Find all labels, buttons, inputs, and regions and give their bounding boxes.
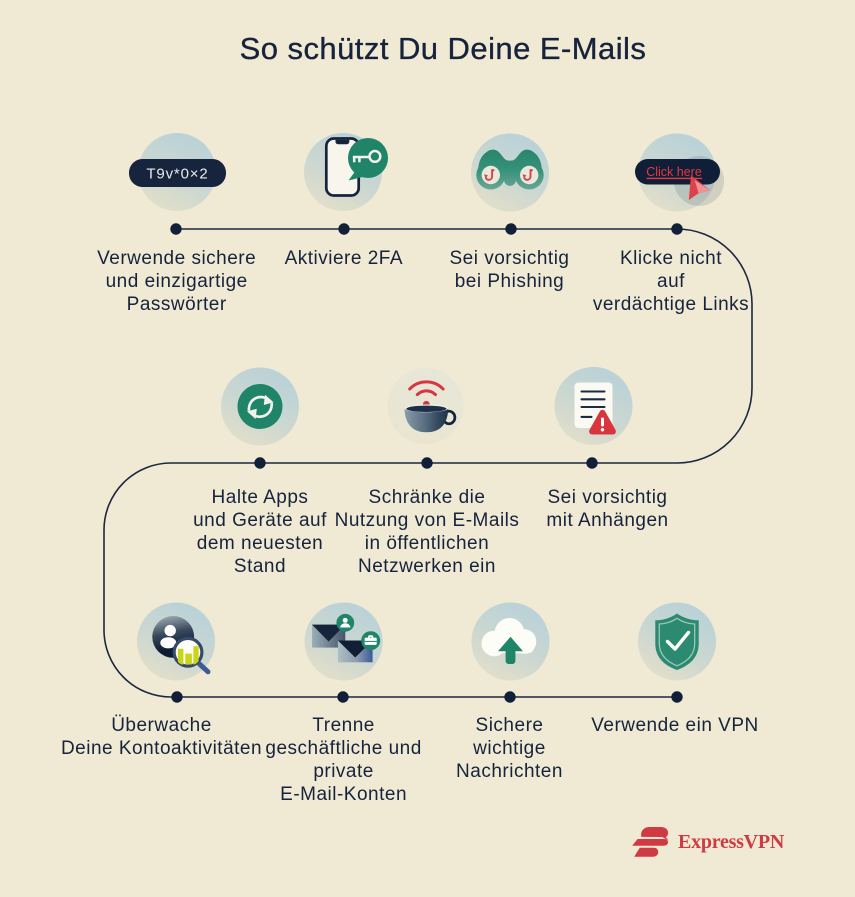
svg-text:T9v*0×2: T9v*0×2 bbox=[146, 165, 208, 182]
svg-text:Click here: Click here bbox=[646, 165, 702, 179]
